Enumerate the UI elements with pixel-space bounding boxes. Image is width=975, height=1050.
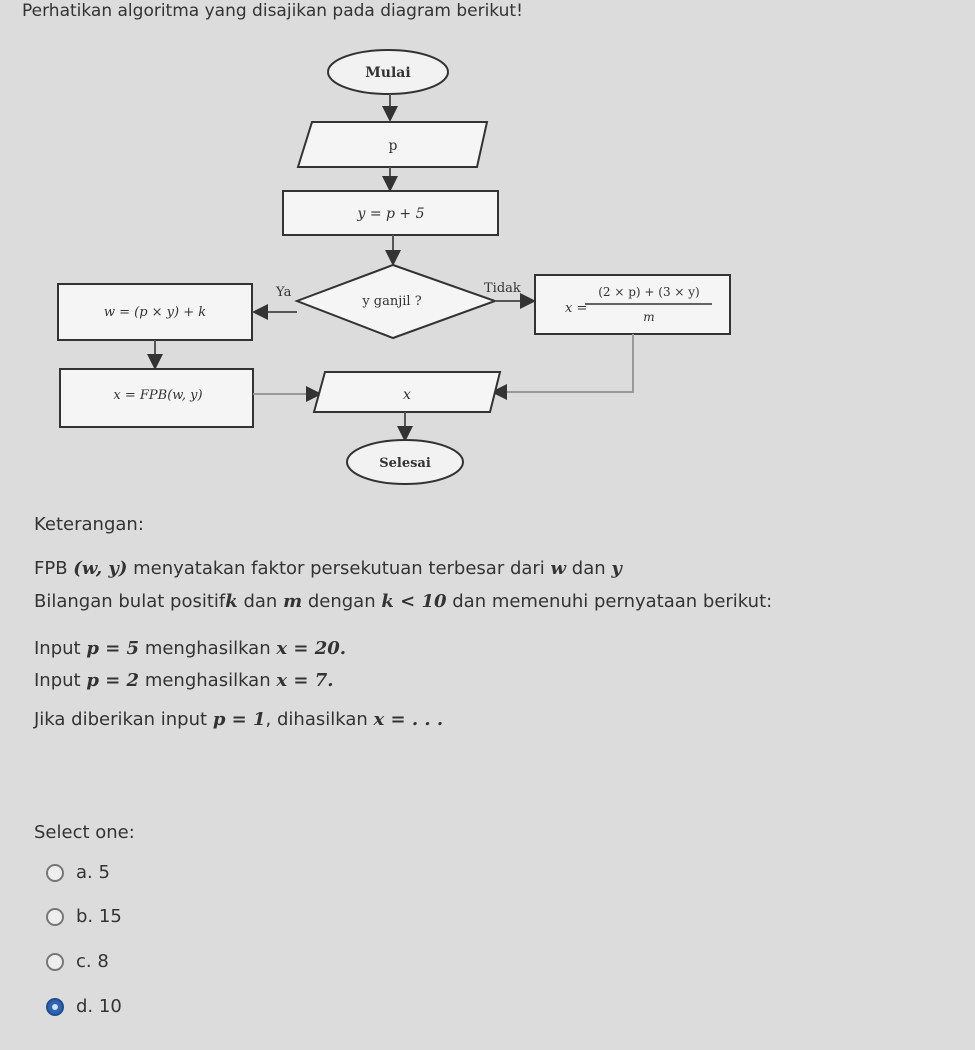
fpb-prefix: FPB [34,558,68,579]
bil-cond: k < 10 [381,591,447,612]
end-label: Selesai [379,456,431,471]
option-b[interactable]: b. 15 [46,906,122,927]
assign-x-fpb-box [59,368,254,428]
assign-y-label: y = p + 5 [356,206,424,222]
question-prompt: Perhatikan algoritma yang disajikan pada… [22,1,523,21]
info-bilangan-line: Bilangan bulat positifk dan m dengan k <… [34,591,772,612]
bil-k: k [225,591,238,612]
assign-w-label: w = (p × y) + k [104,305,206,320]
radio-icon[interactable] [46,952,64,971]
bil-and: dan [243,591,278,612]
assign-x-fraction-lhs: x = [565,301,587,316]
bil-with: dengan [307,591,376,612]
flowchart: Mulai p y = p + 5 y ganjil ? Ya Tidak w … [57,49,731,485]
info-input2-line: Input p = 2 menghasilkan x = 7. [34,670,334,691]
info-fpb-line: FPB (w, y) menyatakan faktor persekutuan… [34,558,622,579]
input-parallelogram [296,121,489,168]
assign-x-denominator: m [643,310,654,324]
end-terminal [346,439,464,485]
output-parallelogram [312,371,502,413]
ask-math: p = 1 [212,709,266,730]
no-label: Tidak [484,281,521,296]
option-b-label: b. 15 [76,906,122,927]
input1-math: p = 5 [86,638,140,659]
input1-mid: menghasilkan [144,638,271,659]
start-label: Mulai [365,65,410,81]
info-question-line: Jika diberikan input p = 1, dihasilkan x… [34,709,443,730]
ask-mid: , dihasilkan [265,709,368,730]
fpb-var-w: w [550,558,567,579]
option-a[interactable]: a. 5 [46,862,110,883]
bil-m: m [283,591,303,612]
input1-result: x = 20. [276,638,347,659]
option-c[interactable]: c. 8 [46,951,109,972]
bil-suffix: dan memenuhi pernyataan berikut: [452,591,773,612]
option-c-label: c. 8 [76,951,109,972]
fpb-text: menyatakan faktor persekutuan terbesar d… [133,558,545,579]
option-d-label: d. 10 [76,996,122,1017]
input2-math: p = 2 [86,670,140,691]
input-label: p [389,138,398,154]
info-input1-line: Input p = 5 menghasilkan x = 20. [34,638,346,659]
decision-label: y ganjil ? [361,294,421,309]
decision-diamond [294,263,498,340]
radio-icon[interactable] [46,863,64,882]
assign-x-numerator: (2 × p) + (3 × y) [598,285,700,299]
input2-prefix: Input [34,670,81,691]
input1-prefix: Input [34,638,81,659]
yes-label: Ya [275,285,292,300]
start-terminal [327,49,449,95]
assign-x-fpb-label: x = FPB(w, y) [113,388,202,403]
output-label: x [403,387,411,403]
assign-y-box [282,190,499,236]
fpb-and: dan [571,558,606,579]
arrow-fraction-output [491,334,634,400]
option-d[interactable]: d. 10 [46,996,122,1017]
bil-prefix: Bilangan bulat positif [34,591,226,612]
input2-result: x = 7. [276,670,334,691]
fpb-var-y: y [611,558,622,579]
fpb-math: (w, y) [73,558,128,579]
ask-prefix: Jika diberikan input [34,709,208,730]
ask-result: x = . . . [373,709,444,730]
option-a-label: a. 5 [76,862,110,883]
radio-icon[interactable] [46,907,64,926]
input2-mid: menghasilkan [144,670,271,691]
radio-selected-icon[interactable] [46,997,64,1016]
info-heading: Keterangan: [34,514,144,535]
select-one-label: Select one: [34,822,135,843]
